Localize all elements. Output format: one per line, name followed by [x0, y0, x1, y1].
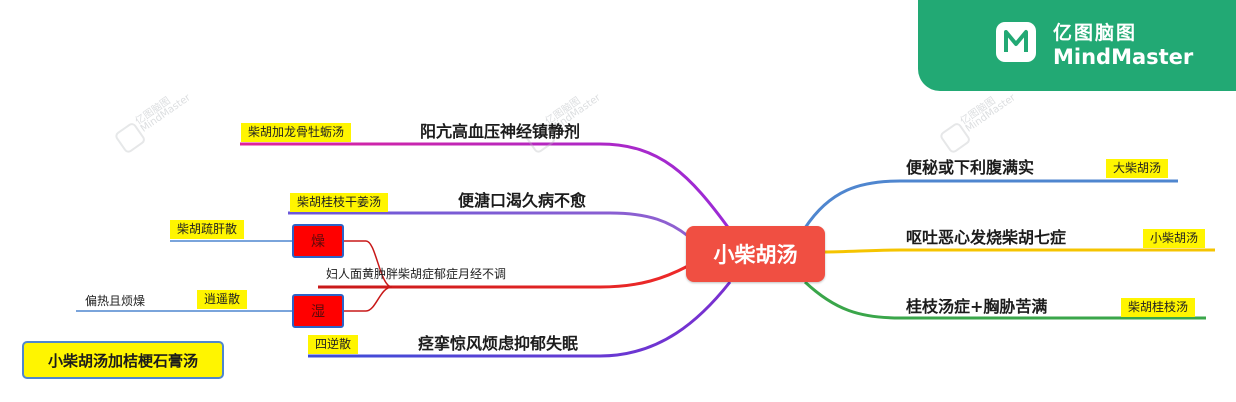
connector-left-3	[318, 264, 689, 289]
note-damp[interactable]: 偏热且烦燥	[85, 294, 146, 308]
connector-left-1	[240, 142, 732, 231]
tag-right-1[interactable]: 大柴胡汤	[1106, 159, 1169, 178]
topic-left-3[interactable]: 妇人面黄肿胖柴胡症郁症月经不调	[326, 267, 507, 281]
brand-badge[interactable]: 亿图脑图 MindMaster	[918, 0, 1236, 91]
central-topic[interactable]: 小柴胡汤	[686, 226, 825, 282]
connector-right-3	[803, 280, 1206, 320]
connector-left-4	[308, 281, 732, 358]
tag-left-1[interactable]: 柴胡加龙骨牡蛎汤	[241, 123, 352, 142]
topic-left-1[interactable]: 阳亢高血压神经镇静剂	[420, 122, 581, 141]
floating-topic[interactable]: 小柴胡汤加桔梗石膏汤	[22, 341, 224, 379]
tag-left-4[interactable]: 四逆散	[308, 335, 359, 354]
brand-name-cn: 亿图脑图	[1053, 22, 1138, 44]
box-dry[interactable]: 燥	[292, 224, 344, 258]
tag-right-3[interactable]: 柴胡桂枝汤	[1121, 298, 1196, 317]
tag-right-2[interactable]: 小柴胡汤	[1143, 229, 1206, 248]
connector-right-2	[821, 248, 1215, 254]
tag-dry[interactable]: 柴胡疏肝散	[170, 220, 245, 239]
tag-left-2[interactable]: 柴胡桂枝干姜汤	[290, 193, 389, 212]
connector-left-2	[288, 211, 689, 238]
topic-left-4[interactable]: 痉挛惊风烦虑抑郁失眠	[418, 334, 579, 353]
topic-right-3[interactable]: 桂枝汤症+胸胁苦满	[906, 297, 1048, 316]
connector-sub-join	[365, 240, 393, 312]
box-damp[interactable]: 湿	[292, 294, 344, 328]
topic-right-2[interactable]: 呕吐恶心发烧柴胡七症	[906, 228, 1067, 247]
brand-name-en: MindMaster	[1053, 45, 1194, 69]
topic-left-2[interactable]: 便溏口渴久病不愈	[458, 191, 587, 210]
mindmaster-logo-icon	[996, 22, 1036, 62]
connector-right-1	[803, 179, 1178, 229]
tag-damp[interactable]: 逍遥散	[197, 290, 248, 309]
topic-right-1[interactable]: 便秘或下利腹满实	[906, 158, 1035, 177]
